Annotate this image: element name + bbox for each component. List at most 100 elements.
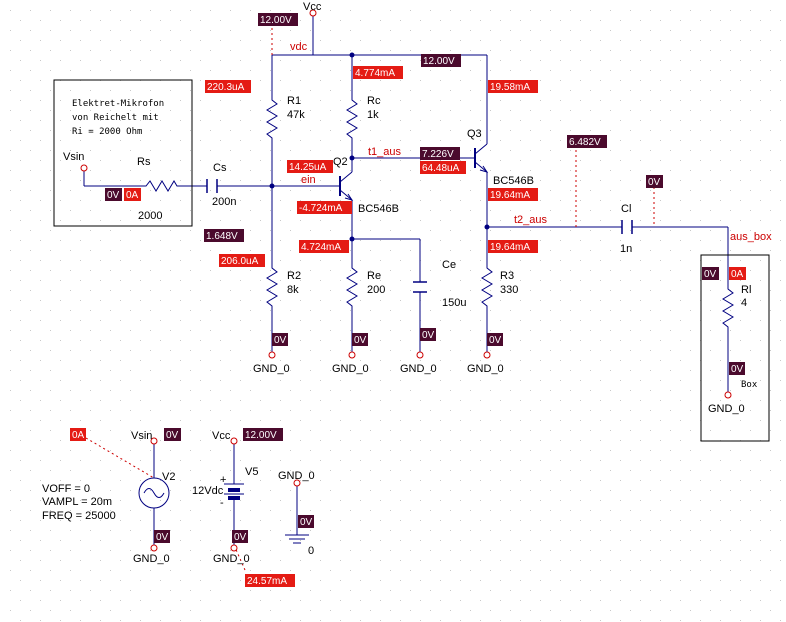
- grid-dot: [460, 80, 461, 81]
- grid-dot: [100, 580, 101, 581]
- grid-dot: [660, 300, 661, 301]
- grid-dot: [730, 390, 731, 391]
- grid-dot: [70, 150, 71, 151]
- grid-dot: [630, 190, 631, 191]
- grid-dot: [180, 280, 181, 281]
- grid-dot: [630, 410, 631, 411]
- grid-dot: [730, 410, 731, 411]
- grid-dot: [510, 270, 511, 271]
- grid-dot: [420, 180, 421, 181]
- grid-dot: [250, 530, 251, 531]
- grid-dot: [240, 520, 241, 521]
- grid-dot: [470, 270, 471, 271]
- v2-param: FREQ = 25000: [42, 510, 116, 522]
- grid-dot: [550, 130, 551, 131]
- grid-dot: [600, 280, 601, 281]
- grid-dot: [40, 20, 41, 21]
- grid-dot: [610, 130, 611, 131]
- grid-dot: [540, 440, 541, 441]
- grid-dot: [220, 40, 221, 41]
- grid-dot: [90, 70, 91, 71]
- grid-dot: [600, 160, 601, 161]
- grid-dot: [480, 160, 481, 161]
- grid-dot: [140, 520, 141, 521]
- grid-dot: [760, 400, 761, 401]
- grid-dot: [670, 410, 671, 411]
- grid-dot: [140, 420, 141, 421]
- grid-dot: [350, 110, 351, 111]
- grid-dot: [610, 110, 611, 111]
- grid-dot: [40, 160, 41, 161]
- grid-dot: [350, 450, 351, 451]
- grid-dot: [480, 480, 481, 481]
- grid-dot: [50, 70, 51, 71]
- grid-dot: [60, 220, 61, 221]
- grid-dot: [50, 470, 51, 471]
- grid-dot: [150, 10, 151, 11]
- grid-dot: [300, 560, 301, 561]
- grid-dot: [760, 580, 761, 581]
- grid-dot: [410, 610, 411, 611]
- grid-dot: [560, 440, 561, 441]
- grid-dot: [240, 380, 241, 381]
- grid-dot: [400, 20, 401, 21]
- grid-dot: [250, 230, 251, 231]
- grid-dot: [760, 40, 761, 41]
- grid-dot: [430, 370, 431, 371]
- grid-dot: [540, 40, 541, 41]
- grid-dot: [620, 120, 621, 121]
- grid-dot: [610, 250, 611, 251]
- svg-text:0A: 0A: [72, 430, 85, 441]
- grid-dot: [570, 310, 571, 311]
- grid-dot: [750, 10, 751, 11]
- grid-dot: [600, 240, 601, 241]
- grid-dot: [420, 120, 421, 121]
- grid-dot: [570, 110, 571, 111]
- grid-dot: [580, 360, 581, 361]
- grid-dot: [650, 430, 651, 431]
- grid-dot: [110, 10, 111, 11]
- grid-dot: [460, 600, 461, 601]
- voltage-probe: 0V: [164, 428, 181, 441]
- grid-dot: [210, 350, 211, 351]
- grid-dot: [620, 560, 621, 561]
- grid-dot: [210, 510, 211, 511]
- grid-dot: [670, 550, 671, 551]
- grid-dot: [690, 330, 691, 331]
- grid-dot: [520, 120, 521, 121]
- grid-dot: [270, 210, 271, 211]
- grid-dot: [540, 20, 541, 21]
- grid-dot: [270, 290, 271, 291]
- grid-dot: [70, 490, 71, 491]
- grid-dot: [120, 360, 121, 361]
- grid-dot: [310, 30, 311, 31]
- grid-dot: [600, 340, 601, 341]
- grid-dot: [750, 430, 751, 431]
- grid-dot: [50, 170, 51, 171]
- grid-dot: [220, 320, 221, 321]
- grid-dot: [620, 480, 621, 481]
- grid-dot: [100, 240, 101, 241]
- grid-dot: [50, 130, 51, 131]
- grid-dot: [340, 560, 341, 561]
- grid-dot: [210, 170, 211, 171]
- grid-dot: [660, 140, 661, 141]
- grid-dot: [720, 140, 721, 141]
- grid-dot: [700, 480, 701, 481]
- grid-dot: [620, 340, 621, 341]
- grid-dot: [170, 310, 171, 311]
- grid-dot: [630, 370, 631, 371]
- grid-dot: [390, 390, 391, 391]
- grid-dot: [210, 250, 211, 251]
- grid-dot: [10, 90, 11, 91]
- grid-dot: [330, 510, 331, 511]
- grid-dot: [410, 110, 411, 111]
- grid-dot: [430, 410, 431, 411]
- grid-dot: [540, 540, 541, 541]
- grid-dot: [500, 400, 501, 401]
- grid-dot: [10, 510, 11, 511]
- grid-dot: [120, 440, 121, 441]
- grid-dot: [160, 200, 161, 201]
- grid-dot: [650, 270, 651, 271]
- grid-dot: [630, 70, 631, 71]
